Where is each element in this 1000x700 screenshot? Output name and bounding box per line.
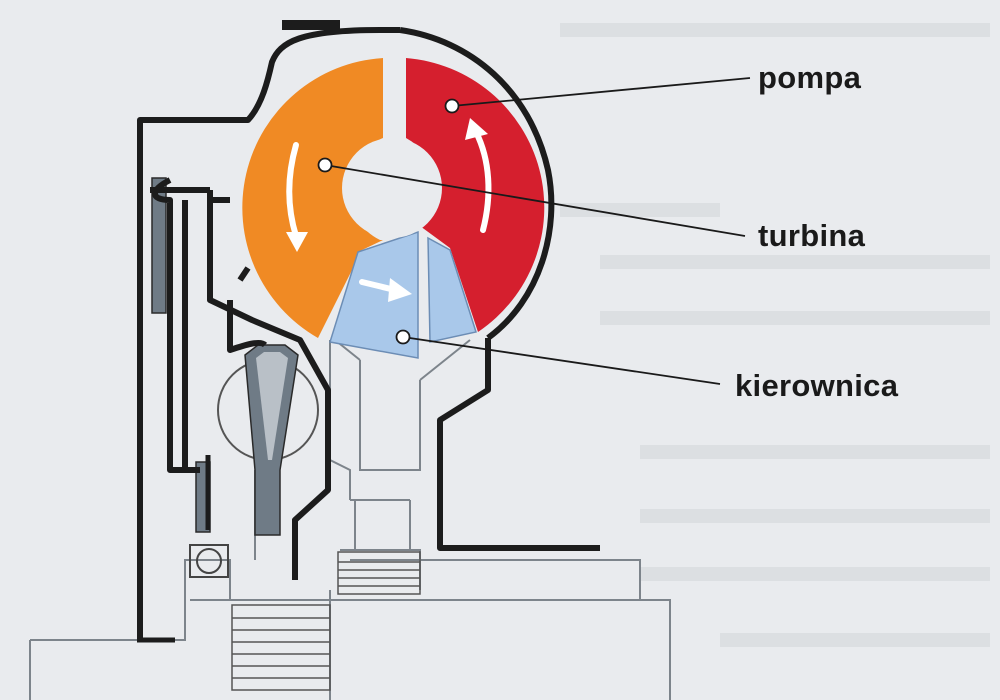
shaft-outlines [29, 339, 671, 700]
flow-arrows [286, 118, 492, 302]
clutch-plates [231, 551, 421, 691]
housing-outline [137, 20, 600, 640]
stator-blade-right [427, 236, 477, 343]
bearing [189, 544, 229, 578]
label-turbine: turbina [758, 218, 866, 253]
label-stator: kierownica [735, 368, 899, 403]
stator-blade-left [329, 230, 419, 359]
center-slot [384, 55, 406, 145]
label-pump: pompa [758, 60, 862, 95]
leader-dots [317, 98, 460, 345]
hub-opening [342, 138, 442, 238]
background-texture [560, 23, 990, 647]
pump-wheel [406, 58, 545, 332]
leader-lines [324, 77, 751, 385]
turbine-wheel [242, 58, 383, 338]
